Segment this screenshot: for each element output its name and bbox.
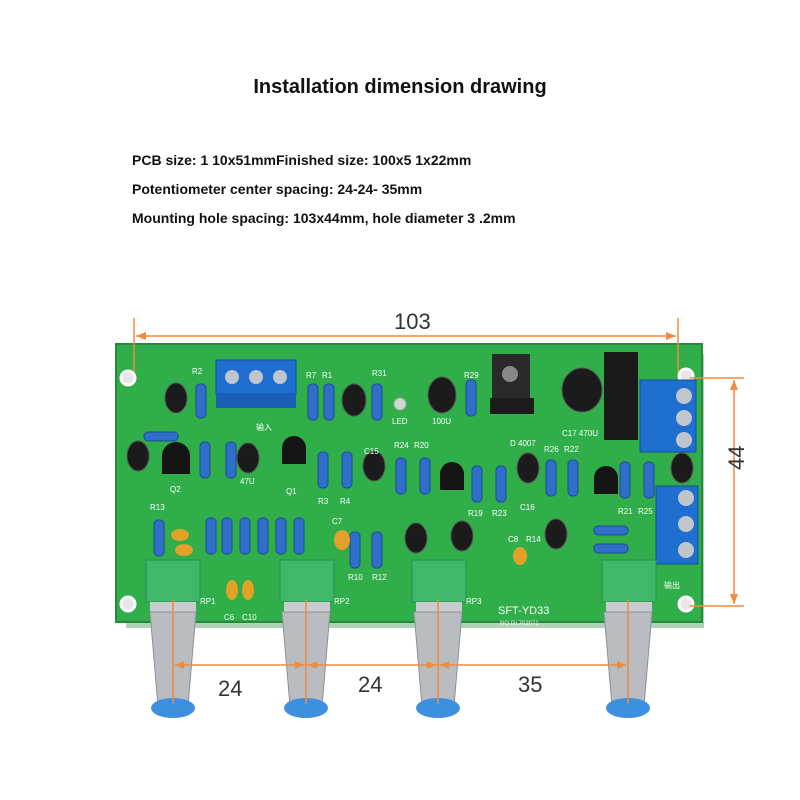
label-led: LED [392, 417, 408, 426]
label-rp1: RP1 [200, 597, 216, 606]
power-terminal-block [639, 379, 697, 453]
label-q2: Q2 [170, 485, 181, 494]
led-indicator [393, 397, 407, 411]
pot-spacing-1-label: 24 [218, 676, 243, 701]
transistors [162, 436, 618, 494]
pot-spacing-2-label: 24 [358, 672, 383, 697]
label-r14: R14 [526, 535, 541, 544]
label-r31: R31 [372, 369, 387, 378]
pot-spacing-3-label: 35 [518, 672, 543, 697]
potentiometer-rp3 [411, 559, 467, 718]
page-title: Installation dimension drawing [253, 76, 547, 98]
label-r24: R24 [394, 441, 409, 450]
output-terminal-block [655, 485, 699, 565]
label-100u: 100U [432, 417, 451, 426]
dimension-height-label: 44 [724, 445, 749, 470]
label-model: SFT-YD33 [498, 605, 549, 617]
label-r29: R29 [464, 371, 479, 380]
label-c17: C17 470U [562, 429, 598, 438]
spec-list: PCB size: 1 10x51mmFinished size: 100x5 … [132, 146, 516, 233]
label-r22: R22 [564, 445, 579, 454]
label-c6: C6 [224, 613, 235, 622]
label-serial: NO.GL702071 [500, 621, 539, 627]
dimension-width-label: 103 [394, 309, 431, 334]
label-diode: D 4007 [510, 439, 536, 448]
label-r25: R25 [638, 507, 653, 516]
label-r1: R1 [322, 371, 333, 380]
label-r26: R26 [544, 445, 559, 454]
regulator-heatsink [604, 352, 638, 440]
label-r10: R10 [348, 573, 363, 582]
label-c15: C15 [364, 447, 379, 456]
label-r23: R23 [492, 509, 507, 518]
label-r20: R20 [414, 441, 429, 450]
label-r3: R3 [318, 497, 329, 506]
spec-pcb-size: PCB size: 1 10x51mmFinished size: 100x5 … [132, 152, 472, 168]
potentiometer-rp4 [601, 559, 657, 718]
label-r2: R2 [192, 367, 203, 376]
label-r21: R21 [618, 507, 633, 516]
input-terminal-block [215, 359, 297, 408]
spec-pot-spacing: Potentiometer center spacing: 24-24- 35m… [132, 181, 423, 197]
potentiometer-rp2 [279, 559, 335, 718]
film-capacitors [171, 529, 527, 600]
label-r4: R4 [340, 497, 351, 506]
label-c7: C7 [332, 517, 343, 526]
silkscreen-labels: R2 R7 R1 R31 R29 C15 R24 R20 R26 R22 R3 … [150, 367, 680, 627]
label-output: 输出 [664, 580, 680, 590]
resistors [143, 379, 655, 569]
label-r7: R7 [306, 371, 317, 380]
label-c16: C16 [520, 503, 535, 512]
label-q1: Q1 [286, 487, 297, 496]
spec-mounting-holes: Mounting hole spacing: 103x44mm, hole di… [132, 210, 516, 226]
electrolytic-capacitors [126, 367, 694, 554]
mounting-holes [119, 367, 695, 613]
label-input: 输入 [256, 422, 272, 432]
label-c10: C10 [242, 613, 257, 622]
label-r13: R13 [150, 503, 165, 512]
label-47u: 47U [240, 477, 255, 486]
label-r12: R12 [372, 573, 387, 582]
label-rp3: RP3 [466, 597, 482, 606]
dimension-lines [133, 318, 744, 704]
label-r19: R19 [468, 509, 483, 518]
label-c8: C8 [508, 535, 519, 544]
label-rp2: RP2 [334, 597, 350, 606]
